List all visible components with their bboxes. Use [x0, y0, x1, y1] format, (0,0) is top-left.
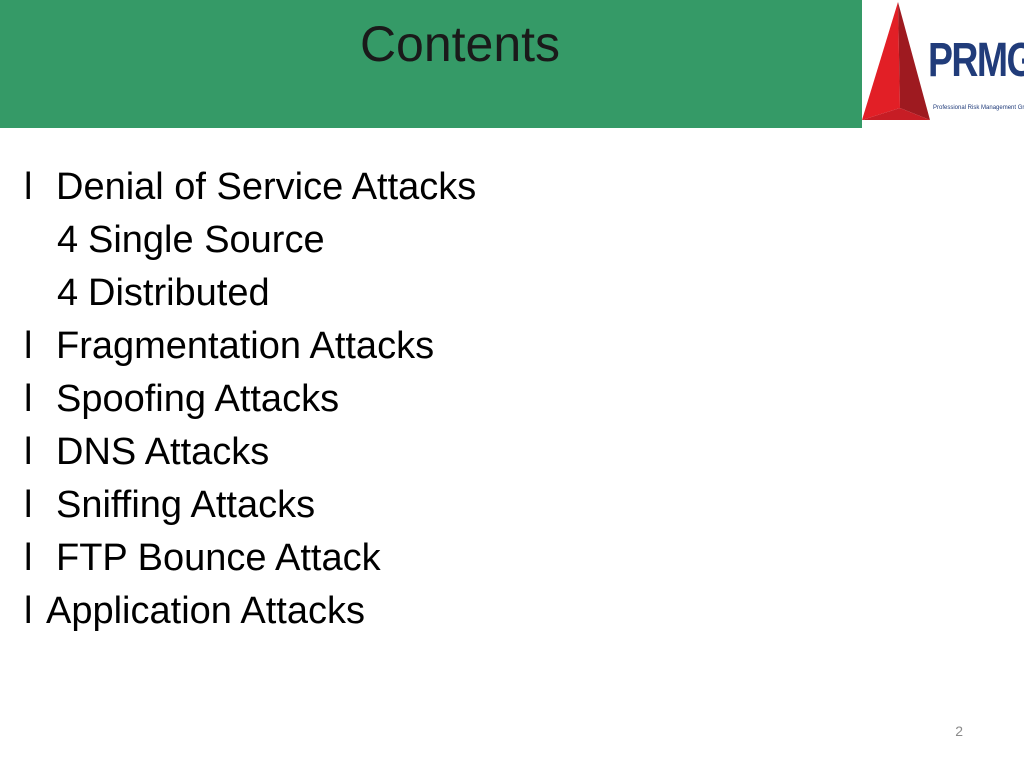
list-item: l Application Attacks: [24, 585, 924, 638]
logo-wordmark: PRMG: [928, 34, 1024, 87]
logo-tagline: Professional Risk Management Group: [933, 105, 1024, 111]
list-item-text: Fragmentation Attacks: [56, 325, 435, 367]
bullet-marker: l: [24, 431, 33, 473]
slide-title: Contents: [359, 16, 561, 72]
bullet-marker: l: [24, 590, 33, 632]
bullet-marker: l: [24, 484, 33, 526]
title-bar: [0, 0, 862, 128]
list-item-text: Distributed: [88, 272, 270, 314]
bullet-marker: 4: [57, 272, 79, 314]
list-item: l Denial of Service Attacks: [24, 161, 924, 214]
prmg-logo: PRMG Professional Risk Management Group: [862, 0, 1024, 128]
bullet-marker: l: [24, 537, 33, 579]
list-item: l Fragmentation Attacks: [24, 320, 924, 373]
list-item-text: FTP Bounce Attack: [56, 537, 381, 579]
bullet-marker: l: [24, 166, 33, 208]
logo-triangle-icon: [862, 2, 930, 120]
list-item-text: Sniffing Attacks: [56, 484, 316, 526]
bullet-marker: 4: [57, 219, 79, 261]
list-item-text: Application Attacks: [46, 590, 365, 632]
list-item: l Sniffing Attacks: [24, 479, 924, 532]
list-item-text: Denial of Service Attacks: [56, 166, 477, 208]
list-item: l FTP Bounce Attack: [24, 532, 924, 585]
page-number: 2: [955, 723, 963, 739]
list-item-text: DNS Attacks: [56, 431, 270, 473]
bullet-marker: l: [24, 325, 33, 367]
list-item: l DNS Attacks: [24, 426, 924, 479]
list-item-text: Spoofing Attacks: [56, 378, 340, 420]
list-item-text: Single Source: [88, 219, 325, 261]
list-item: l Spoofing Attacks: [24, 373, 924, 426]
bullet-marker: l: [24, 378, 33, 420]
